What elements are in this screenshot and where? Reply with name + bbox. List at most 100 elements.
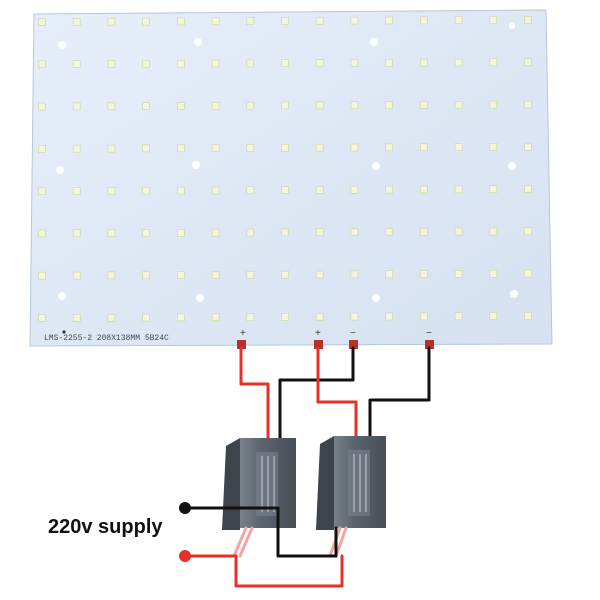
live-terminal — [179, 550, 191, 562]
led-chip — [281, 144, 289, 152]
led-chip — [211, 228, 220, 237]
led-chip — [107, 313, 116, 322]
led-chip — [489, 269, 498, 278]
mounting-holes — [56, 23, 518, 302]
led-chip — [142, 17, 150, 26]
led-chip — [72, 102, 81, 111]
led-chip — [489, 100, 498, 109]
led-chip — [420, 312, 428, 321]
led-chip — [454, 101, 463, 109]
led-chip — [38, 187, 46, 195]
led-chip — [524, 185, 532, 193]
led-chip — [38, 229, 46, 238]
led-chip — [281, 313, 289, 321]
led-chip — [489, 185, 498, 193]
pad-2-polarity: + — [315, 328, 321, 339]
led-chip — [246, 59, 255, 68]
led-chip — [246, 101, 255, 110]
led-chip — [142, 313, 150, 322]
led-chip — [246, 186, 255, 194]
led-chip — [420, 270, 428, 278]
led-chip — [385, 185, 393, 194]
driver-1-positive-wire — [239, 346, 270, 440]
driver-2-negative-wire — [368, 346, 431, 438]
solder-pads: + + − − — [237, 328, 434, 349]
pad-1-polarity: + — [240, 328, 246, 339]
led-chip — [246, 313, 255, 321]
led-chip — [281, 270, 289, 279]
neutral-supply-wire — [185, 506, 338, 558]
led-chip — [524, 227, 532, 236]
led-chip — [177, 59, 185, 68]
led-chip — [385, 143, 393, 152]
output-wires — [239, 346, 431, 440]
led-chip — [246, 144, 255, 152]
led-chip — [350, 270, 359, 279]
led-chip — [454, 143, 463, 151]
led-chip — [315, 312, 324, 321]
led-chip — [281, 101, 289, 110]
led-chip — [177, 186, 185, 195]
led-chip — [489, 16, 498, 24]
led-chip — [385, 58, 393, 67]
neutral-terminal — [179, 502, 191, 514]
led-chip — [72, 187, 81, 195]
led-chip — [38, 60, 46, 69]
led-chip — [38, 145, 46, 153]
led-chip — [350, 101, 359, 109]
led-chip — [211, 102, 220, 110]
led-chip — [420, 228, 428, 236]
pad-1 — [237, 340, 246, 349]
led-chip — [72, 229, 81, 238]
led-chip — [315, 143, 324, 152]
led-chip — [72, 18, 81, 26]
led-chip — [142, 229, 150, 237]
led-chip — [107, 229, 116, 237]
led-chip — [72, 144, 81, 153]
input-wires — [185, 506, 348, 588]
led-chip — [281, 228, 289, 237]
led-chip — [142, 186, 150, 195]
board-dot-marker — [62, 330, 66, 334]
led-chip — [38, 314, 46, 322]
led-chip — [524, 143, 532, 151]
led-chip — [385, 228, 393, 236]
led-chip — [454, 16, 463, 25]
led-chip — [142, 271, 150, 280]
led-chip — [107, 144, 116, 153]
led-chip — [281, 17, 289, 25]
pad-4 — [425, 340, 434, 349]
led-chip — [246, 228, 255, 237]
supply-caption: 220v supply — [48, 516, 163, 538]
led-chip — [524, 312, 532, 320]
led-chip — [246, 17, 255, 25]
led-chip — [315, 186, 324, 194]
led-chip — [524, 269, 532, 278]
led-chip — [350, 312, 359, 321]
led-chip — [350, 16, 359, 25]
led-chip — [72, 314, 81, 322]
led-chip — [385, 312, 393, 321]
led-chip — [385, 101, 393, 109]
led-chip — [107, 102, 116, 111]
led-chip — [72, 271, 81, 280]
led-chip — [107, 271, 116, 280]
led-chip — [281, 59, 289, 68]
led-chip — [211, 271, 220, 279]
led-chip — [72, 60, 81, 68]
led-driver-2 — [316, 436, 386, 530]
led-chip — [177, 271, 185, 279]
led-chip — [107, 17, 116, 26]
led-chip — [315, 16, 324, 25]
led-chip — [350, 186, 359, 194]
pad-2 — [314, 340, 323, 349]
led-chip — [454, 185, 463, 194]
led-chip — [454, 227, 463, 236]
led-chip — [350, 143, 359, 152]
led-chip — [454, 270, 463, 278]
led-chip — [177, 229, 185, 237]
led-chip — [385, 16, 393, 25]
led-chip — [177, 144, 185, 153]
led-chip — [211, 313, 220, 322]
